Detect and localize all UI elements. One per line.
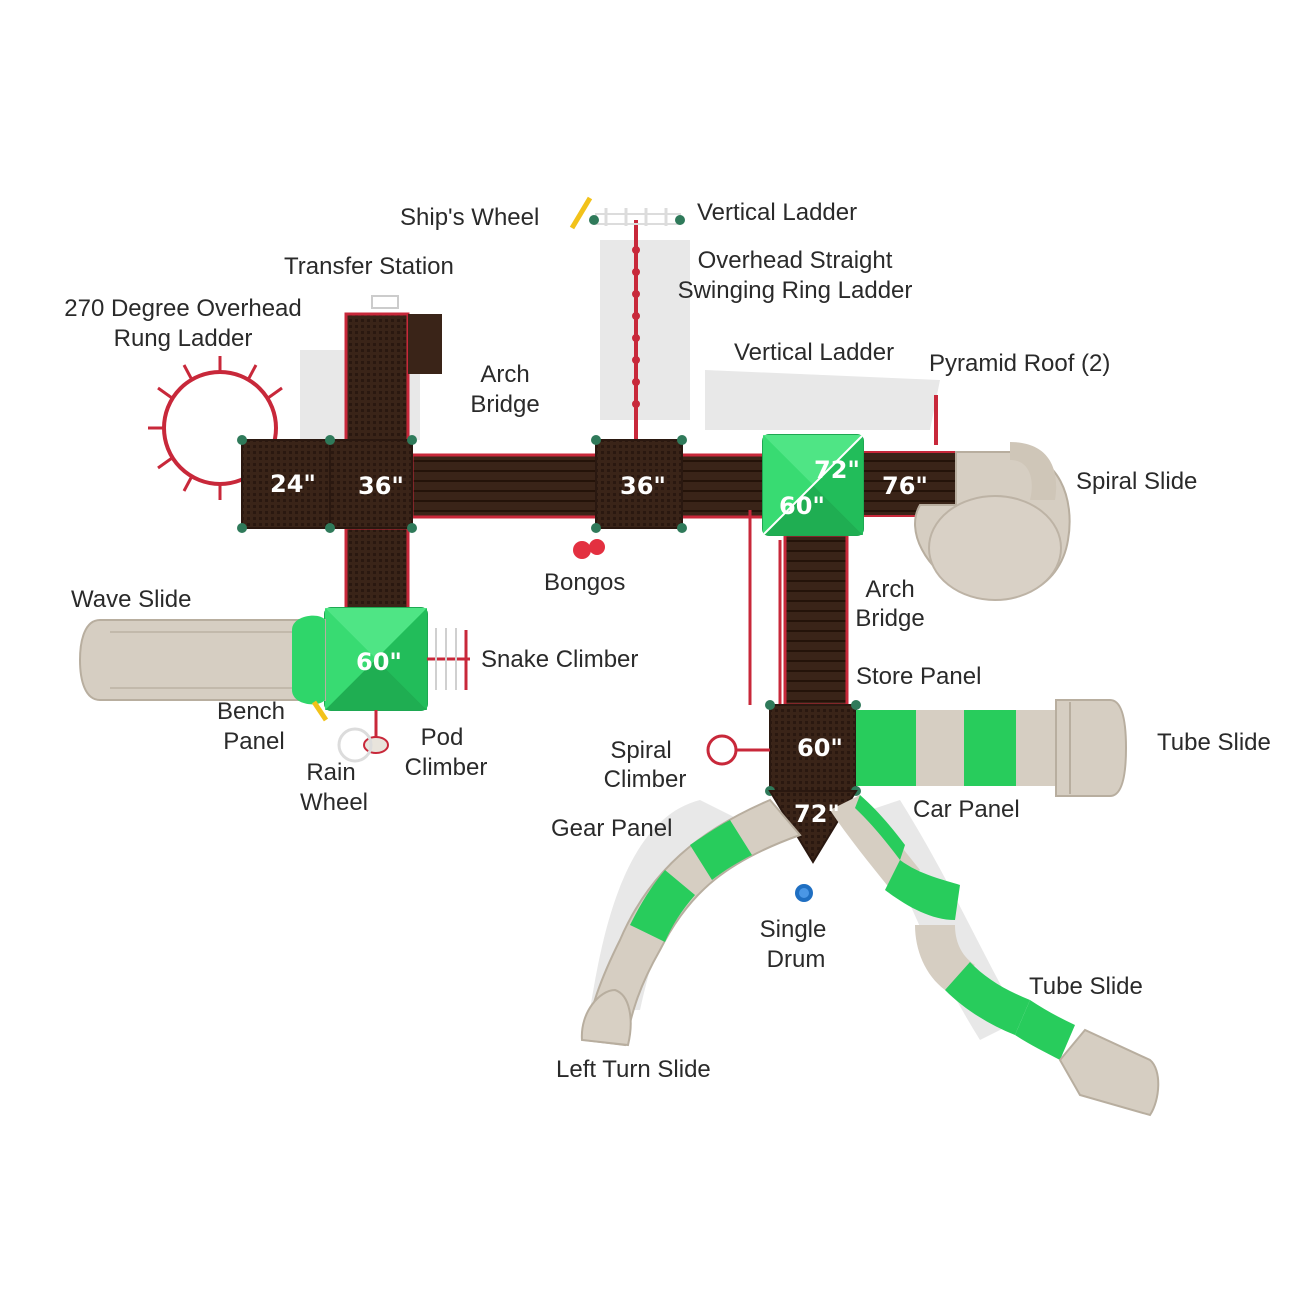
rung-ladder-270 bbox=[148, 356, 283, 500]
tube-slide-right bbox=[856, 699, 1128, 797]
label-arch-bridge-right-line1: Arch bbox=[865, 576, 915, 603]
label-single-drum-line2: Drum bbox=[766, 946, 826, 973]
label-overhead-ring-ladder-line2: Swinging Ring Ladder bbox=[677, 277, 913, 304]
label-spiral-climber-line1: Spiral bbox=[610, 737, 672, 764]
label-spiral-slide: Spiral Slide bbox=[1076, 468, 1198, 495]
deck-height-60-lower: 60" bbox=[797, 734, 843, 762]
label-snake-climber: Snake Climber bbox=[481, 646, 639, 673]
deck-height-36-mid: 36" bbox=[620, 472, 666, 500]
lower-deck bbox=[765, 700, 861, 864]
label-gear-panel: Gear Panel bbox=[551, 815, 673, 842]
single-drum-icon bbox=[795, 884, 813, 902]
bongos-icon bbox=[573, 539, 605, 559]
label-tube-slide-bottom: Tube Slide bbox=[1029, 973, 1143, 1000]
label-ships-wheel: Ship's Wheel bbox=[400, 204, 540, 231]
label-wave-slide: Wave Slide bbox=[71, 586, 192, 613]
label-bongos: Bongos bbox=[544, 569, 626, 596]
label-vertical-ladder-top: Vertical Ladder bbox=[697, 199, 858, 226]
rain-wheel bbox=[337, 727, 373, 763]
label-tube-slide-right: Tube Slide bbox=[1157, 729, 1271, 756]
deck-height-36-left: 36" bbox=[358, 472, 404, 500]
ships-wheel-icon bbox=[569, 196, 593, 230]
label-car-panel: Car Panel bbox=[913, 796, 1020, 823]
label-single-drum-line1: Single bbox=[759, 916, 827, 943]
spiral-slide bbox=[914, 442, 1071, 601]
overhead-swinging-ring-ladder bbox=[589, 208, 685, 440]
pod-climber bbox=[363, 710, 389, 754]
deck-height-60-left: 60" bbox=[356, 648, 402, 676]
label-bench-panel-line1: Bench bbox=[216, 698, 286, 725]
label-overhead-ring-ladder-line1: Overhead Straight bbox=[697, 247, 893, 274]
deck-height-60-upper: 60" bbox=[779, 492, 825, 520]
label-arch-bridge-top-line1: Arch bbox=[480, 361, 530, 388]
snake-climber bbox=[427, 628, 470, 690]
label-rain-wheel-line1: Rain bbox=[306, 759, 356, 786]
wave-slide bbox=[78, 615, 326, 705]
label-bench-panel-line2: Panel bbox=[223, 728, 285, 755]
left-turn-slide bbox=[580, 798, 802, 1047]
main-structure bbox=[237, 295, 959, 707]
deck-height-labels: 24" 36" 36" 72" 60" 76" 60" 60" 72" bbox=[270, 456, 928, 828]
deck-height-72-upper: 72" bbox=[814, 456, 860, 484]
label-spiral-climber-line2: Climber bbox=[603, 766, 687, 793]
deck-height-76: 76" bbox=[882, 472, 928, 500]
label-pod-climber-line1: Pod bbox=[420, 724, 464, 751]
tube-slide-bottom bbox=[830, 795, 1160, 1117]
bench-panel-icon bbox=[311, 700, 329, 722]
roof-upper-right bbox=[762, 434, 864, 536]
label-transfer-station: Transfer Station bbox=[284, 253, 454, 280]
label-store-panel: Store Panel bbox=[856, 663, 982, 690]
label-left-turn-slide: Left Turn Slide bbox=[556, 1056, 711, 1083]
spiral-climber bbox=[706, 734, 770, 766]
label-rung-ladder-line2: Rung Ladder bbox=[113, 325, 253, 352]
label-pyramid-roof: Pyramid Roof (2) bbox=[929, 350, 1111, 377]
label-vertical-ladder-right: Vertical Ladder bbox=[734, 339, 895, 366]
label-rain-wheel-line2: Wheel bbox=[299, 789, 369, 816]
roof-left bbox=[324, 607, 428, 711]
label-rung-ladder-line1: 270 Degree Overhead bbox=[64, 295, 302, 322]
label-pod-climber-line2: Climber bbox=[404, 754, 488, 781]
deck-height-24: 24" bbox=[270, 470, 316, 498]
label-arch-bridge-top-line2: Bridge bbox=[470, 391, 540, 418]
deck-height-72-lower: 72" bbox=[794, 800, 840, 828]
label-arch-bridge-right-line2: Bridge bbox=[855, 605, 925, 632]
